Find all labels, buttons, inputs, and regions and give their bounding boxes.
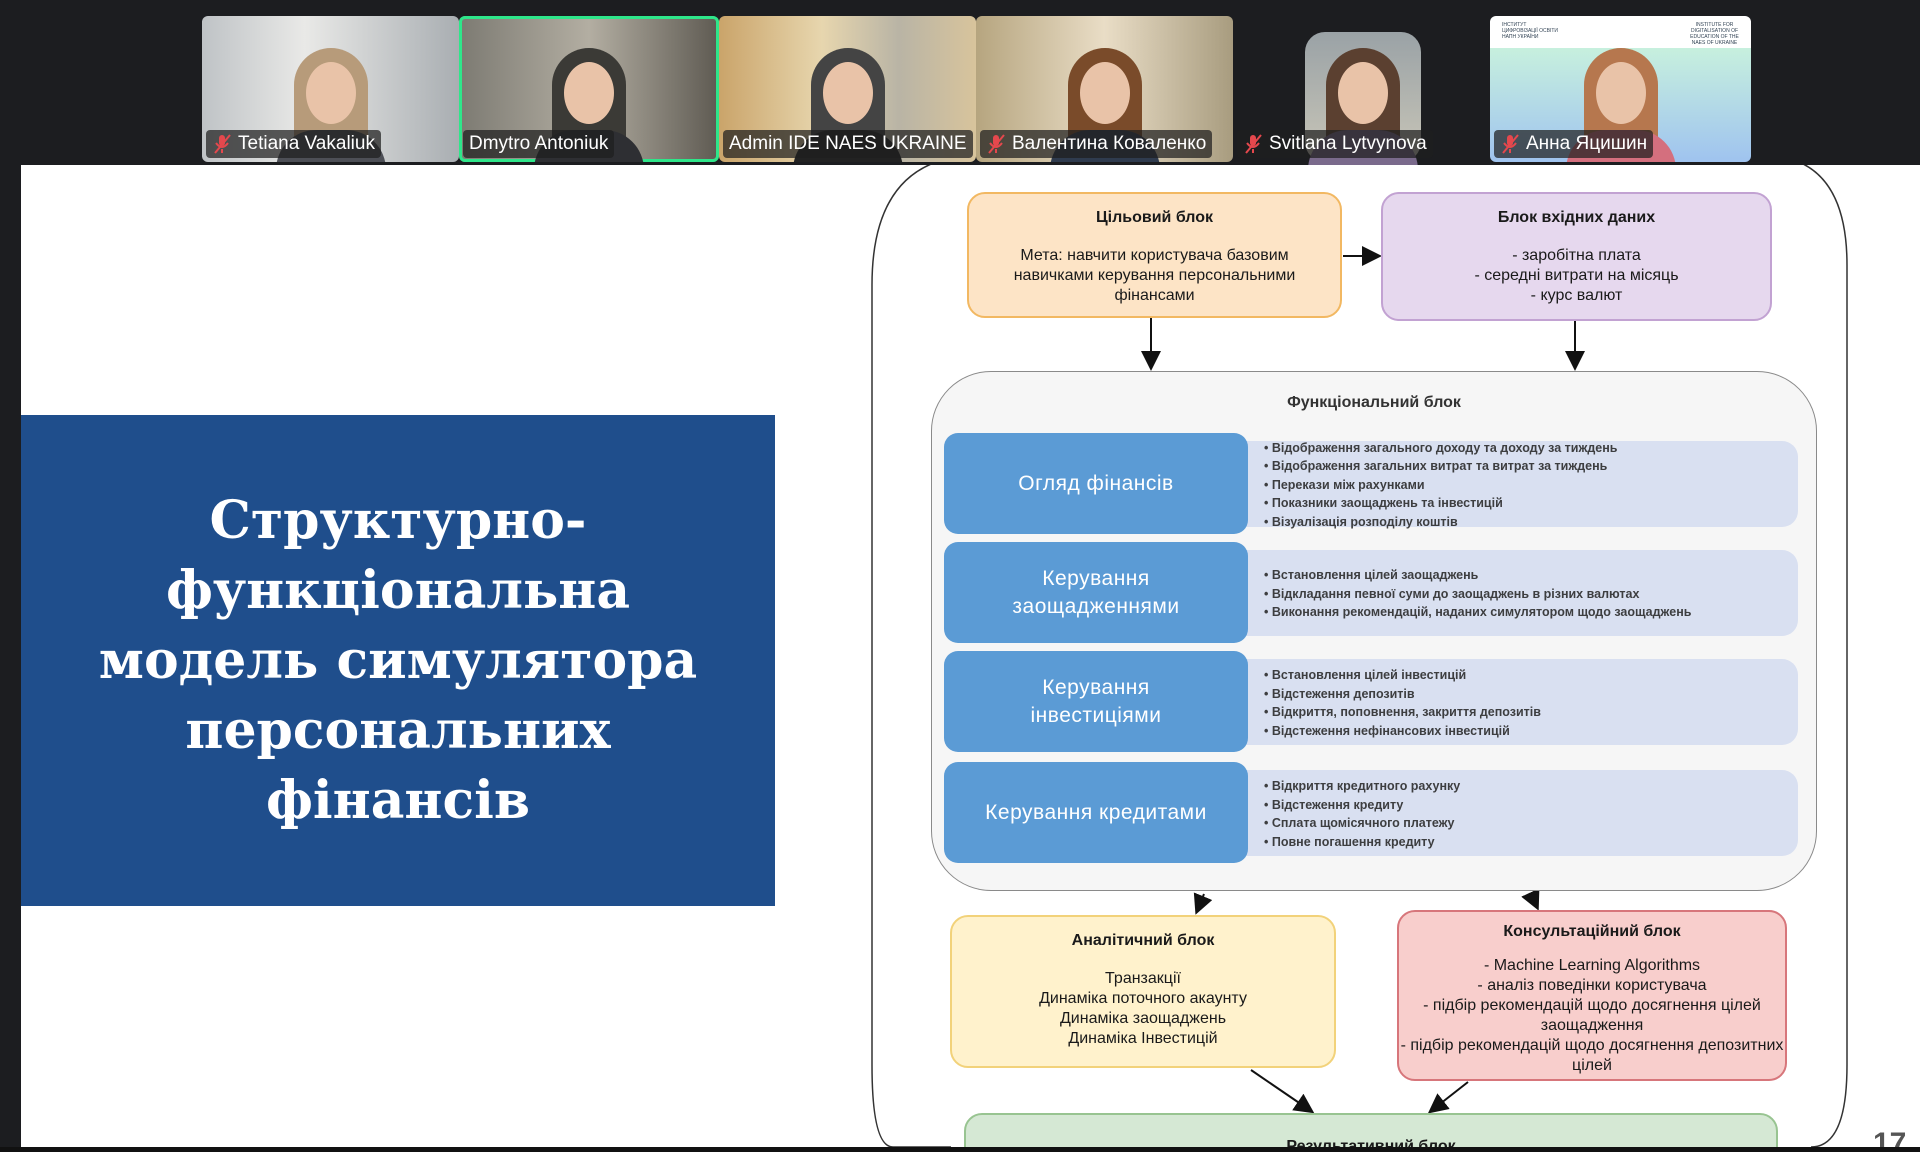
functional-block: Функціональний блок Огляд фінансів Відобр…: [931, 371, 1817, 891]
functional-module: Огляд фінансів: [944, 433, 1248, 534]
participant-tile[interactable]: Admin IDE NAES UKRAINE: [719, 16, 976, 162]
participant-name-label: Dmytro Antoniuk: [463, 130, 615, 158]
participant-name: Валентина Коваленко: [1012, 133, 1207, 154]
arrow-functional-consult: [1521, 888, 1540, 911]
participant-name-label: Svitlana Lytvynova: [1237, 130, 1433, 158]
participant-name: Анна Яцишин: [1526, 133, 1648, 154]
slide-title: Структурно-функціональна модель симулято…: [98, 489, 698, 831]
functional-item: Візуалізація розподілу коштів: [1264, 513, 1798, 532]
functional-module-label: Огляд фінансів: [1018, 471, 1174, 495]
participant-name-label: Анна Яцишин: [1494, 130, 1654, 158]
functional-module-items: Встановлення цілей інвестиційВідстеження…: [1234, 659, 1798, 745]
functional-item: Відображення загальних витрат та витрат …: [1264, 457, 1798, 476]
slide-title-box: Структурно-функціональна модель симулято…: [21, 415, 775, 906]
consult-block-title: Консультаційний блок: [1503, 923, 1681, 940]
functional-item: Відкриття, поповнення, закриття депозиті…: [1264, 703, 1798, 722]
functional-module-label: Керування кредитами: [985, 800, 1207, 824]
functional-item: Відображення загального доходу та доходу…: [1264, 439, 1798, 458]
arrow-consult-result: [1427, 1081, 1469, 1114]
functional-module-label: Керування заощадженнями: [1012, 566, 1180, 618]
muted-mic-icon: [1243, 133, 1263, 155]
institute-logo: ІНСТИТУТ ЦИФРОВІЗАЦІЇ ОСВІТИ НАПН УКРАЇН…: [1502, 22, 1742, 46]
diagram-connectors: [871, 165, 1848, 1147]
functional-item: Перекази між рахунками: [1264, 476, 1798, 495]
block-line: - заробітна плата: [1512, 247, 1641, 264]
functional-row: Керування кредитами Відкриття кредитного …: [944, 762, 1798, 863]
block-line: Динаміка заощаджень: [1059, 1010, 1227, 1027]
functional-module: Керування інвестиціями: [944, 651, 1248, 752]
functional-module-items: Відкриття кредитного рахункуВідстеження …: [1234, 770, 1798, 856]
muted-mic-icon: [1500, 133, 1520, 155]
functional-module-items: Встановлення цілей заощадженьВідкладання…: [1234, 550, 1798, 636]
block-line: Динаміка Інвестицій: [1068, 1030, 1218, 1047]
functional-item: Сплата щомісячного платежу: [1264, 814, 1798, 833]
functional-module: Керування кредитами: [944, 762, 1248, 863]
slide-page-number: 17: [1873, 1127, 1907, 1147]
functional-module: Керування заощадженнями: [944, 542, 1248, 643]
target-block-title: Цільовий блок: [1095, 209, 1214, 226]
participant-tile[interactable]: Tetiana Vakaliuk: [202, 16, 459, 162]
functional-item: Відкладання певної суми до заощаджень в …: [1264, 585, 1798, 604]
functional-row: Огляд фінансів Відображення загального до…: [944, 433, 1798, 534]
shared-slide: Структурно-функціональна модель симулято…: [21, 165, 1920, 1147]
functional-item: Повне погашення кредиту: [1264, 833, 1798, 852]
functional-module-items: Відображення загального доходу та доходу…: [1234, 439, 1798, 529]
participant-name: Admin IDE NAES UKRAINE: [729, 133, 967, 154]
block-line: Динаміка поточного акаунту: [1039, 990, 1247, 1007]
arrow-analytic-result: [1250, 1069, 1315, 1114]
participant-name: Dmytro Antoniuk: [469, 133, 609, 154]
functional-item: Показники заощаджень та інвестицій: [1264, 494, 1798, 513]
functional-row: Керування інвестиціями Встановлення цілей…: [944, 651, 1798, 752]
input-block-title: Блок вхідних даних: [1497, 209, 1656, 226]
participant-tile[interactable]: Анна Яцишин ІНСТИТУТ ЦИФРОВІЗАЦІЇ ОСВІТИ …: [1490, 16, 1751, 162]
result-block-title: Результативний блок: [1286, 1138, 1456, 1147]
participant-name: Svitlana Lytvynova: [1269, 133, 1427, 154]
functional-row: Керування заощадженнями Встановлення ціле…: [944, 542, 1798, 643]
block-line: - Machine Learning Algorithms: [1483, 957, 1701, 974]
participant-tile[interactable]: Svitlana Lytvynova: [1237, 32, 1433, 190]
block-line: - підбір рекомендацій щодо досягнення ці…: [1423, 997, 1761, 1034]
participant-tile[interactable]: Валентина Коваленко: [976, 16, 1233, 162]
functional-item: Відкриття кредитного рахунку: [1264, 777, 1798, 796]
analytic-block-title: Аналітичний блок: [1071, 932, 1215, 949]
result-block: Результативний блок: [964, 1113, 1778, 1147]
functional-module-label: Керування інвестиціями: [1030, 675, 1162, 727]
block-line: - курс валют: [1530, 287, 1623, 304]
block-line: - аналіз поведінки користувача: [1477, 977, 1707, 994]
arrow-functional-analytic: [1193, 892, 1213, 915]
functional-item: Виконання рекомендацій, наданих симулято…: [1264, 603, 1798, 622]
participant-name-label: Валентина Коваленко: [980, 130, 1213, 158]
muted-mic-icon: [212, 133, 232, 155]
block-line: - підбір рекомендацій щодо досягнення де…: [1400, 1037, 1784, 1074]
functional-item: Відстеження кредиту: [1264, 796, 1798, 815]
logo-en-text: INSTITUTE FOR DIGITALISATION OF EDUCATIO…: [1690, 22, 1739, 46]
functional-item: Встановлення цілей заощаджень: [1264, 566, 1798, 585]
functional-item: Встановлення цілей інвестицій: [1264, 666, 1798, 685]
target-block: Цільовий блок Мета: навчити користувача …: [967, 192, 1342, 318]
block-line: Транзакції: [1105, 970, 1181, 987]
functional-item: Відстеження депозитів: [1264, 685, 1798, 704]
block-line: - середні витрати на місяць: [1474, 267, 1679, 284]
functional-item: Відстеження нефінансових інвестицій: [1264, 722, 1798, 741]
logo-ua-text: ІНСТИТУТ ЦИФРОВІЗАЦІЇ ОСВІТИ НАПН УКРАЇН…: [1502, 22, 1559, 40]
participant-name-label: Tetiana Vakaliuk: [206, 130, 381, 158]
target-block-text: Мета: навчити користувача базовим навичк…: [1013, 247, 1296, 304]
bottom-bar: [0, 1147, 1920, 1152]
outer-frame: [871, 165, 1848, 1147]
participant-tile[interactable]: Dmytro Antoniuk: [459, 16, 719, 162]
participant-name: Tetiana Vakaliuk: [238, 133, 375, 154]
participant-name-label: Admin IDE NAES UKRAINE: [723, 130, 973, 158]
input-block: Блок вхідних даних - заробітна плата - се…: [1381, 192, 1772, 321]
functional-block-title: Функціональний блок: [1287, 394, 1461, 411]
consult-block: Консультаційний блок - Machine Learning …: [1397, 910, 1787, 1081]
muted-mic-icon: [986, 133, 1006, 155]
